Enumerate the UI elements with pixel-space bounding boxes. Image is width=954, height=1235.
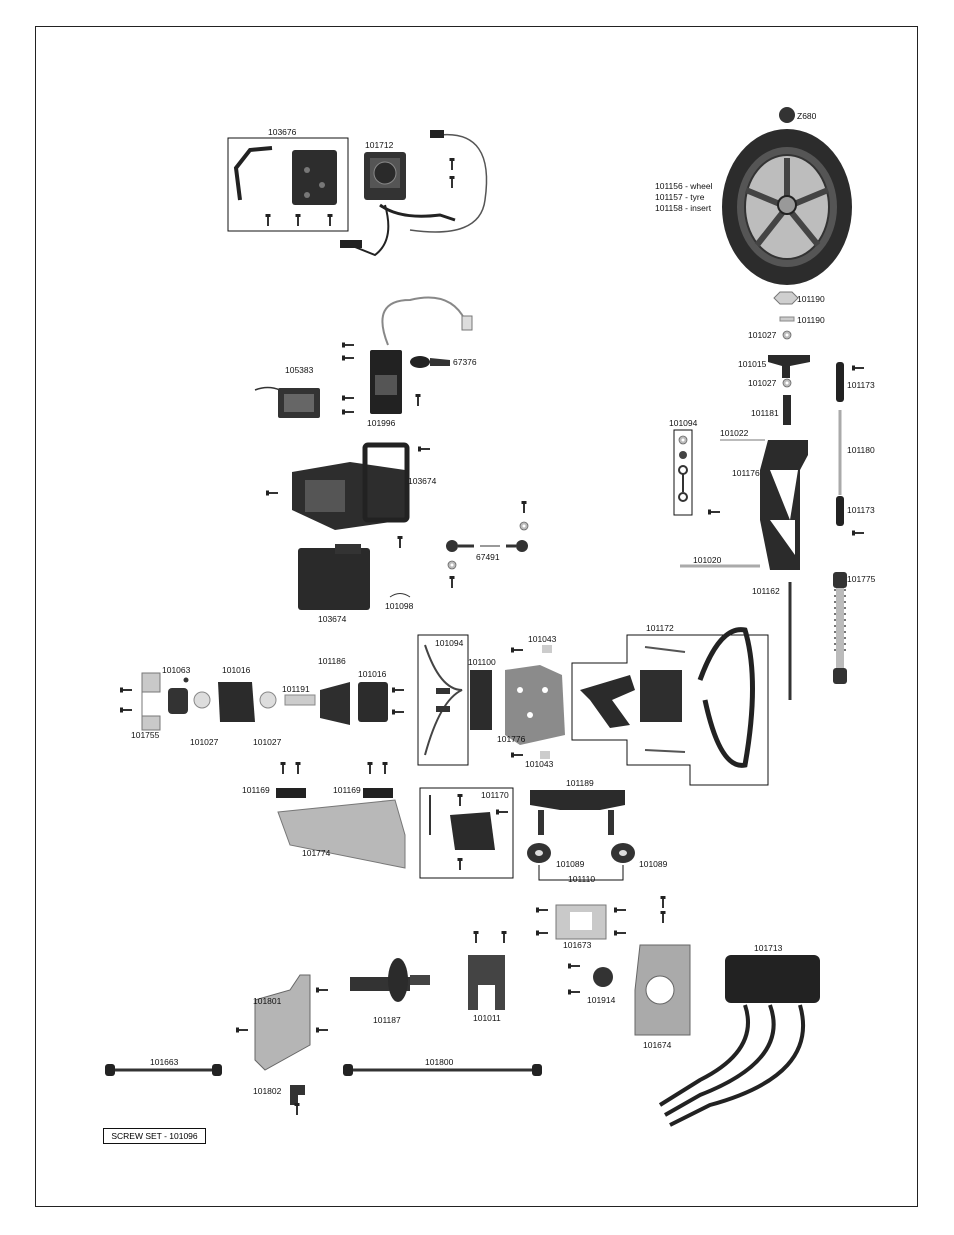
bumper-box: [571, 627, 769, 786]
hub-parts: [768, 291, 864, 684]
bulkhead-front: [470, 645, 565, 759]
turnbuckle-set: [446, 501, 529, 588]
label-101181: 101181: [751, 408, 779, 418]
center-diff: [350, 958, 430, 1002]
label-101172: 101172: [646, 623, 674, 633]
label-101100: 101100: [468, 657, 496, 667]
label-101776: 101776: [497, 734, 526, 744]
label-101801: 101801: [253, 996, 282, 1006]
label-101173-b: 101173: [847, 505, 875, 515]
label-101996: 101996: [367, 418, 396, 428]
plate-101673: [536, 896, 666, 940]
shock-absorber: [833, 572, 847, 684]
label-tyre: 101157 - tyre: [655, 192, 705, 202]
label-101674: 101674: [643, 1040, 672, 1050]
label-101169-a: 101169: [242, 785, 270, 795]
label-101043-a: 101043: [528, 634, 557, 644]
label-101063: 101063: [162, 665, 191, 675]
label-101015: 101015: [738, 359, 767, 369]
stabilizer-box: [417, 634, 469, 766]
label-101016-a: 101016: [222, 665, 251, 675]
label-wheel: 101156 - wheel: [655, 181, 713, 191]
label-101094-b: 101094: [435, 638, 464, 648]
wheel-assembly: [722, 107, 852, 285]
servo-group: [254, 296, 473, 418]
label-101176: 101176: [732, 468, 760, 478]
label-103674-b: 103674: [318, 614, 347, 624]
label-101914: 101914: [587, 995, 616, 1005]
label-101020: 101020: [693, 555, 722, 565]
label-105383: 105383: [285, 365, 314, 375]
esc-mount-group: [233, 146, 337, 226]
label-101022: 101022: [720, 428, 749, 438]
label-101016-b: 101016: [358, 669, 387, 679]
label-101027-c: 101027: [190, 737, 219, 747]
drive-shafts: [105, 1064, 542, 1076]
label-67491: 67491: [476, 552, 500, 562]
label-101190-a: 101190: [797, 294, 825, 304]
label-101098: 101098: [385, 601, 414, 611]
label-101169-b: 101169: [333, 785, 361, 795]
receiver-box: [266, 442, 430, 610]
label-101094-a: 101094: [669, 418, 698, 428]
label-101180: 101180: [847, 445, 875, 455]
motor-plate-row: [276, 762, 406, 869]
label-101713: 101713: [754, 943, 783, 953]
link-set-box: [673, 429, 693, 516]
label-101189: 101189: [566, 778, 594, 788]
label-101191: 101191: [282, 684, 310, 694]
label-101775: 101775: [847, 574, 876, 584]
diagram-frame: [35, 26, 918, 1207]
label-101187: 101187: [373, 1015, 401, 1025]
label-insert: 101158 - insert: [655, 203, 712, 213]
label-101170: 101170: [481, 790, 509, 800]
label-101663: 101663: [150, 1057, 179, 1067]
label-101186: 101186: [318, 656, 346, 666]
mount-box: [419, 787, 514, 879]
label-101673: 101673: [563, 940, 592, 950]
shock-tower: [527, 790, 635, 881]
label-101011: 101011: [473, 1013, 501, 1023]
label-101774: 101774: [302, 848, 331, 858]
label-101162: 101162: [752, 586, 780, 596]
label-101173-a: 101173: [847, 380, 875, 390]
label-67376: 67376: [453, 357, 477, 367]
esc-unit: [340, 130, 488, 257]
label-101027-b: 101027: [748, 378, 777, 388]
label-103674-a: 103674: [408, 476, 437, 486]
label-101089-a: 101089: [556, 859, 585, 869]
label-z680: Z680: [797, 111, 817, 121]
label-101190-b: 101190: [797, 315, 825, 325]
label-101755: 101755: [131, 730, 160, 740]
diff-mount: [468, 931, 507, 1010]
screw-set-label: SCREW SET - 101096: [103, 1128, 206, 1144]
label-101800: 101800: [425, 1057, 454, 1067]
label-101802: 101802: [253, 1086, 282, 1096]
motor-mount: [568, 944, 691, 1036]
label-101027-a: 101027: [748, 330, 777, 340]
chassis-plate: [236, 974, 328, 1115]
label-101043-b: 101043: [525, 759, 554, 769]
lower-arm: [680, 439, 808, 700]
label-101089-b: 101089: [639, 859, 668, 869]
label-103676: 103676: [268, 127, 297, 137]
label-101110: 101110: [568, 874, 596, 884]
front-diff-row: [120, 672, 404, 731]
label-101027-d: 101027: [253, 737, 282, 747]
motor: [658, 955, 820, 1127]
label-101712: 101712: [365, 140, 394, 150]
